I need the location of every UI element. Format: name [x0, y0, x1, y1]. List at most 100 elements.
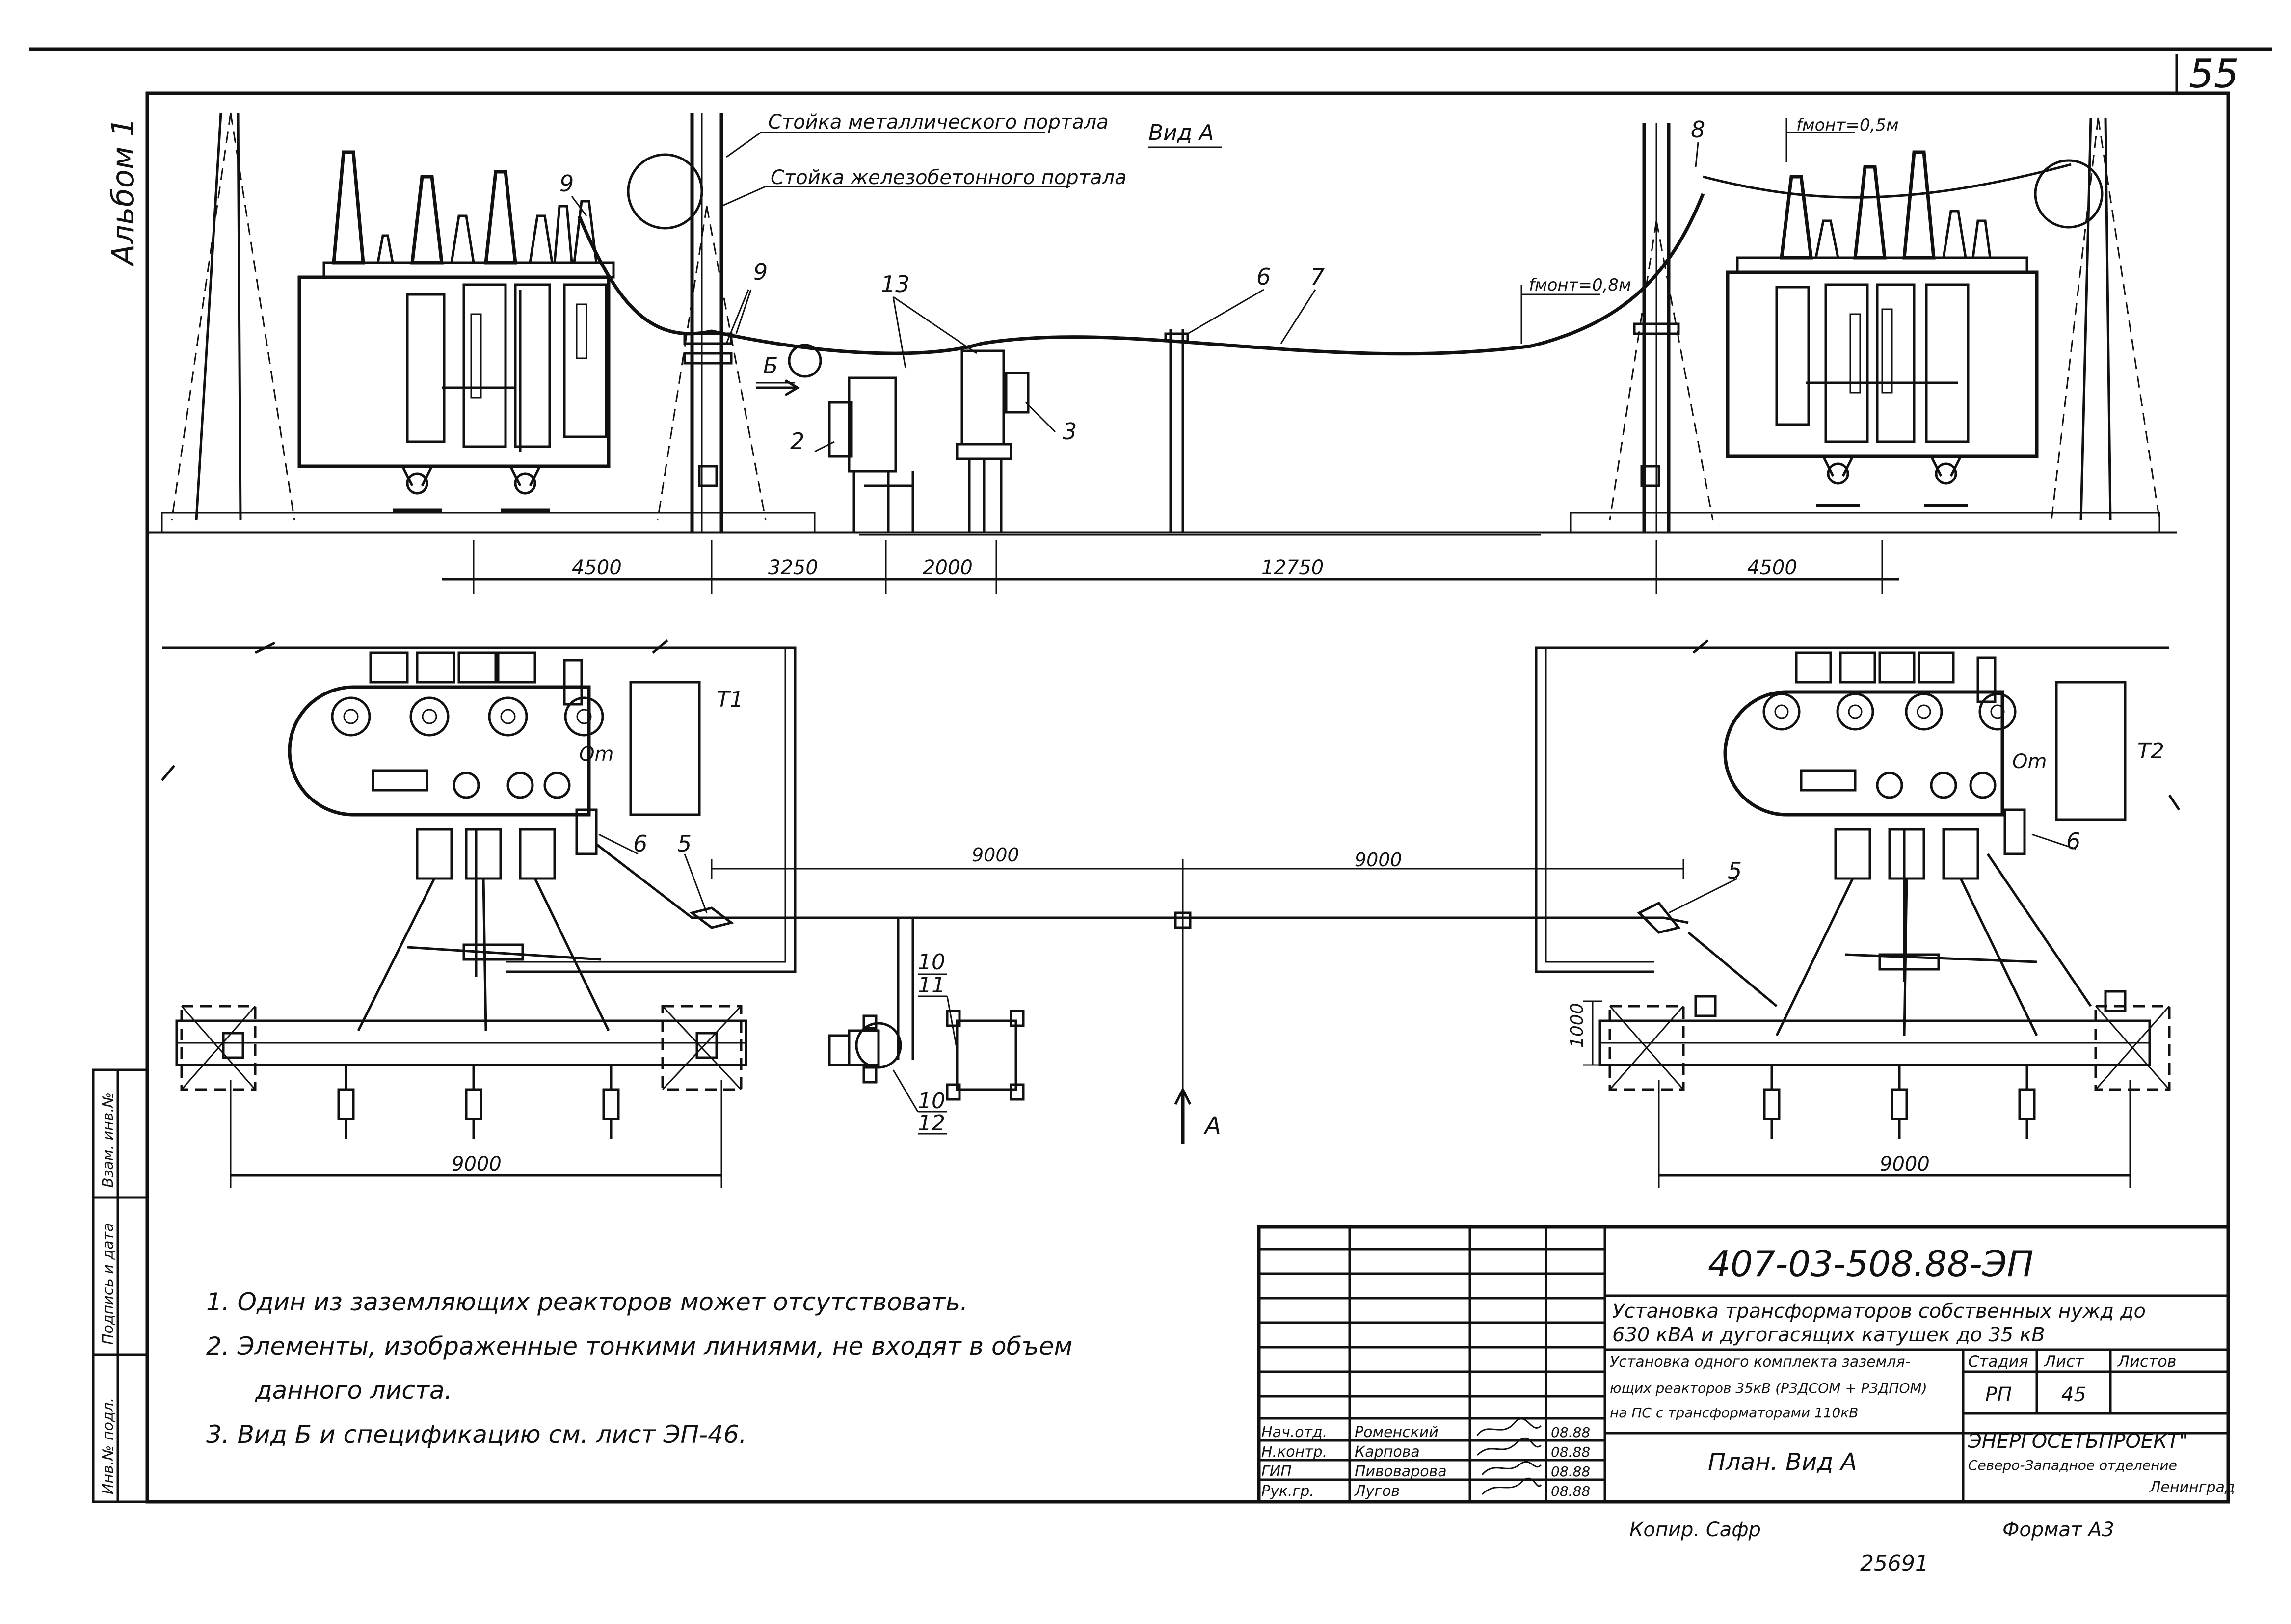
- busbar-conductor-right: [1703, 163, 2072, 199]
- sag-left: fмонт=0,8м: [1529, 275, 1631, 295]
- om-right: Om: [2012, 750, 2047, 773]
- plan-leaders: [598, 833, 2077, 914]
- dim-plan-bottom-right: 9000: [1880, 1153, 1930, 1175]
- dim-12750: 12750: [1261, 557, 1324, 579]
- section-mark-a: [1174, 1087, 1192, 1144]
- transformer-t1-elevation: [297, 150, 615, 512]
- staff-role-3: ГИП: [1261, 1463, 1292, 1480]
- note-3: 3. Вид Б и спецификацию см. лист ЭП-46.: [206, 1420, 747, 1449]
- right-portal: [1609, 117, 2160, 532]
- dim-2000: 2000: [923, 557, 973, 579]
- staff-role-4: Рук.гр.: [1261, 1483, 1314, 1500]
- side-stamp-signature: Подпись и дата: [100, 1223, 117, 1345]
- footer-inventory: 25691: [1860, 1551, 1929, 1576]
- dim-4500-right: 4500: [1747, 557, 1797, 579]
- plan-callout-6-left: 6: [633, 830, 647, 857]
- note-2-cont: данного листа.: [255, 1376, 453, 1405]
- central-equipment: [788, 329, 1189, 532]
- plan-callout-11: 11: [918, 973, 945, 998]
- view-a-title: Вид А: [1148, 120, 1214, 145]
- staff-name-4: Лугов: [1354, 1483, 1400, 1500]
- staff-role-1: Нач.отд.: [1261, 1424, 1327, 1441]
- org-line-3: Ленинград: [2149, 1479, 2235, 1496]
- callout-2: 2: [790, 428, 804, 454]
- dim-plan-top-left: 9000: [972, 844, 1019, 866]
- side-stamp-inventory: Инв.№ подл.: [100, 1398, 117, 1494]
- t2-label: Т2: [2137, 739, 2164, 764]
- view-a-ground: [147, 512, 2177, 536]
- center-reactors: [828, 1010, 1025, 1101]
- callout-7: 7: [1310, 264, 1325, 290]
- sag-right: fмонт=0,5м: [1796, 115, 1899, 135]
- staff-name-3: Пивоварова: [1355, 1463, 1447, 1480]
- callout-9-top: 9: [559, 170, 574, 197]
- side-stamp: [92, 1068, 149, 1503]
- arrow-b-icon: [756, 379, 800, 397]
- plan-callout-5-left: 5: [677, 830, 692, 857]
- staff-date-4: 08.88: [1551, 1483, 1590, 1499]
- callout-6: 6: [1256, 264, 1271, 290]
- dim-plan-top-right: 9000: [1355, 849, 1402, 871]
- section-mark-a-label: А: [1203, 1112, 1221, 1140]
- stage-value: РП: [1985, 1384, 2012, 1406]
- footer-format: Формат А3: [2002, 1518, 2114, 1541]
- plan-right-area: [1535, 639, 2181, 973]
- callout-9-mid: 9: [753, 259, 768, 285]
- left-portal: [171, 112, 767, 532]
- om-left: Om: [579, 743, 613, 766]
- footer-copied: Копир. Сафр: [1629, 1518, 1761, 1541]
- sub-line-2: ющих реакторов 35кВ (РЗДСОМ + РЗДПОМ): [1610, 1380, 1927, 1396]
- view-a-dimension-line: [442, 540, 1899, 594]
- label-metal-rack: Стойка металлического портала: [768, 111, 1109, 133]
- right-reactor-assembly: [1598, 853, 2171, 1139]
- plan-callout-10: 10: [918, 950, 945, 975]
- transformer-t1-plan: [288, 651, 701, 977]
- left-reactor-assembly: [175, 878, 747, 1139]
- sub-line-3: на ПС с трансформаторами 110кВ: [1610, 1405, 1858, 1421]
- t1-label: Т1: [717, 687, 744, 712]
- org-line-2: Северо-Западное отделение: [1968, 1457, 2177, 1473]
- title-block-grid: [1257, 1225, 2230, 1504]
- label-concrete-rack: Стойка железобетонного портала: [771, 166, 1127, 189]
- center-callout-boxes: [892, 973, 958, 1135]
- signatures: [1476, 1418, 1542, 1495]
- transformer-t2-elevation: [1726, 150, 2039, 507]
- sheet-value: 45: [2061, 1384, 2086, 1406]
- album-label: Альбом 1: [105, 117, 141, 267]
- dim-4500-left: 4500: [572, 557, 622, 579]
- dim-plan-vertical: 1000: [1567, 1003, 1587, 1048]
- plan-bottom-dimensions: [230, 1000, 2131, 1188]
- staff-date-1: 08.88: [1551, 1424, 1590, 1440]
- callout-3: 3: [1063, 418, 1077, 445]
- transformer-t2-plan: [1723, 651, 2127, 982]
- col-sheets: Листов: [2117, 1352, 2177, 1371]
- callout-8: 8: [1691, 116, 1705, 143]
- arrow-b-label: Б: [763, 353, 778, 378]
- staff-name-2: Карпова: [1355, 1443, 1420, 1461]
- staff-role-2: Н.контр.: [1261, 1443, 1327, 1461]
- dim-plan-bottom-left: 9000: [452, 1153, 502, 1175]
- plan-busbar: [595, 843, 1689, 1129]
- col-sheet: Лист: [2044, 1352, 2084, 1371]
- view-a-leaders: [571, 118, 1855, 453]
- plan-callout-5-right: 5: [1728, 857, 1742, 884]
- busbar-conductor: [577, 193, 1705, 356]
- note-1: 1. Один из заземляющих реакторов может о…: [206, 1288, 968, 1316]
- title-line-2: 630 кВА и дугогасящих катушек до 35 кВ: [1612, 1324, 2045, 1346]
- staff-date-2: 08.88: [1551, 1444, 1590, 1460]
- org-line-1: ЭНЕРГОСЕТЬПРОЕКТ": [1968, 1430, 2188, 1453]
- plan-left-area: [161, 639, 797, 973]
- note-2: 2. Элементы, изображенные тонкими линиям…: [206, 1332, 1072, 1360]
- page-number: 55: [2189, 51, 2239, 97]
- doc-code: 407-03-508.88-ЭП: [1708, 1243, 2033, 1284]
- staff-date-3: 08.88: [1551, 1464, 1590, 1480]
- side-stamp-replace: Взам. инв.№: [100, 1092, 117, 1188]
- sheet-frame: [29, 47, 2272, 1504]
- plan-callout-6-right: 6: [2066, 828, 2080, 854]
- drawing-name: План. Вид А: [1708, 1448, 1857, 1476]
- col-stage: Стадия: [1968, 1352, 2028, 1371]
- callout-13: 13: [881, 271, 910, 297]
- sub-line-1: Установка одного комплекта заземля-: [1610, 1354, 1910, 1371]
- plan-callout-10-bottom: 10: [918, 1089, 945, 1114]
